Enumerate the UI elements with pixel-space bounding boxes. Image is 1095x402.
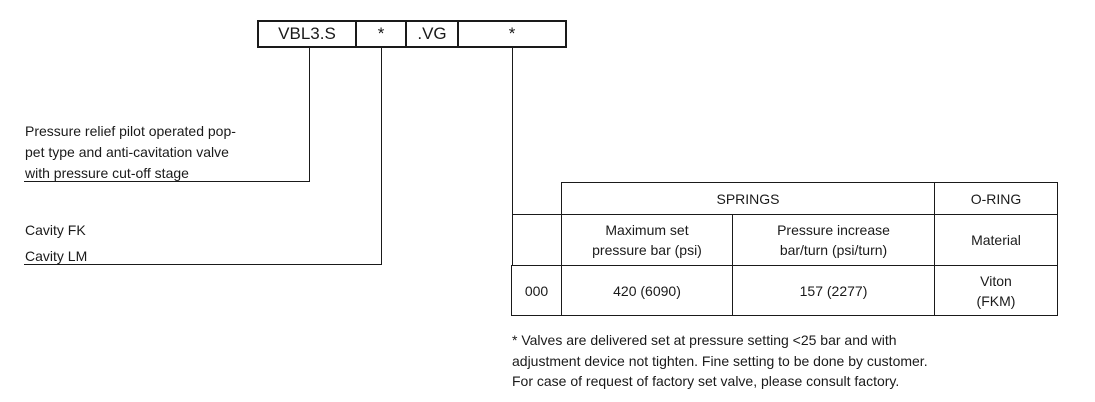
material-header: Material	[934, 214, 1058, 266]
table-corner	[511, 182, 562, 215]
row-material: Viton (FKM)	[934, 265, 1058, 316]
cavity-fk: Cavity FK	[25, 222, 86, 238]
footnote-line-3: For case of request of factory set valve…	[512, 373, 900, 389]
row-material-line-1: Viton	[980, 272, 1012, 289]
spring-table: SPRINGS O-RING Maximum set pressure bar …	[511, 182, 1058, 316]
max-set-header-line-1: Maximum set	[605, 222, 689, 238]
oring-header: O-RING	[934, 182, 1058, 215]
row-increase: 157 (2277)	[732, 265, 935, 316]
leader-setting-vertical	[512, 48, 513, 266]
footnote-line-2: adjustment device not tighten. Fine sett…	[512, 352, 928, 369]
increase-header-line-2: bar/turn (psi/turn)	[779, 242, 888, 258]
valve-type-description: Pressure relief pilot operated pop- pet …	[25, 121, 236, 184]
leader-model-vertical	[309, 48, 310, 182]
max-set-header-line-2: pressure bar (psi)	[592, 242, 702, 258]
code-cavity: *	[357, 20, 407, 48]
valve-type-line-2: pet type and anti-cavitation valve	[25, 144, 229, 160]
table-row: 000 420 (6090) 157 (2277) Viton (FKM)	[511, 265, 1058, 316]
valve-type-line-3: with pressure cut-off stage	[25, 165, 189, 181]
code-model-text: VBL3.S	[278, 24, 336, 43]
code-model: VBL3.S	[257, 20, 357, 48]
max-set-header: Maximum set pressure bar (psi)	[561, 214, 733, 266]
row-max-set: 420 (6090)	[561, 265, 733, 316]
code-suffix: .VG	[407, 20, 459, 48]
code-suffix-text: .VG	[417, 24, 447, 43]
code-setting-text: *	[508, 24, 516, 43]
cavity-list: Cavity FK Cavity LM	[25, 217, 87, 269]
cavity-lm: Cavity LM	[25, 248, 88, 264]
leader-cavity-vertical	[381, 48, 382, 265]
leader-model-horizontal	[24, 181, 310, 182]
code-setting: *	[459, 20, 567, 48]
table-code-header	[511, 214, 562, 266]
row-material-line-2: (FKM)	[976, 292, 1016, 309]
valve-type-line-1: Pressure relief pilot operated pop-	[25, 123, 236, 139]
footnote: * Valves are delivered set at pressure s…	[512, 330, 928, 392]
footnote-line-1: * Valves are delivered set at pressure s…	[512, 332, 897, 348]
code-cavity-text: *	[377, 24, 385, 43]
increase-header: Pressure increase bar/turn (psi/turn)	[732, 214, 935, 266]
leader-cavity-horizontal	[24, 264, 382, 265]
row-code: 000	[511, 265, 562, 316]
springs-header: SPRINGS	[561, 182, 935, 215]
increase-header-line-1: Pressure increase	[777, 222, 890, 238]
